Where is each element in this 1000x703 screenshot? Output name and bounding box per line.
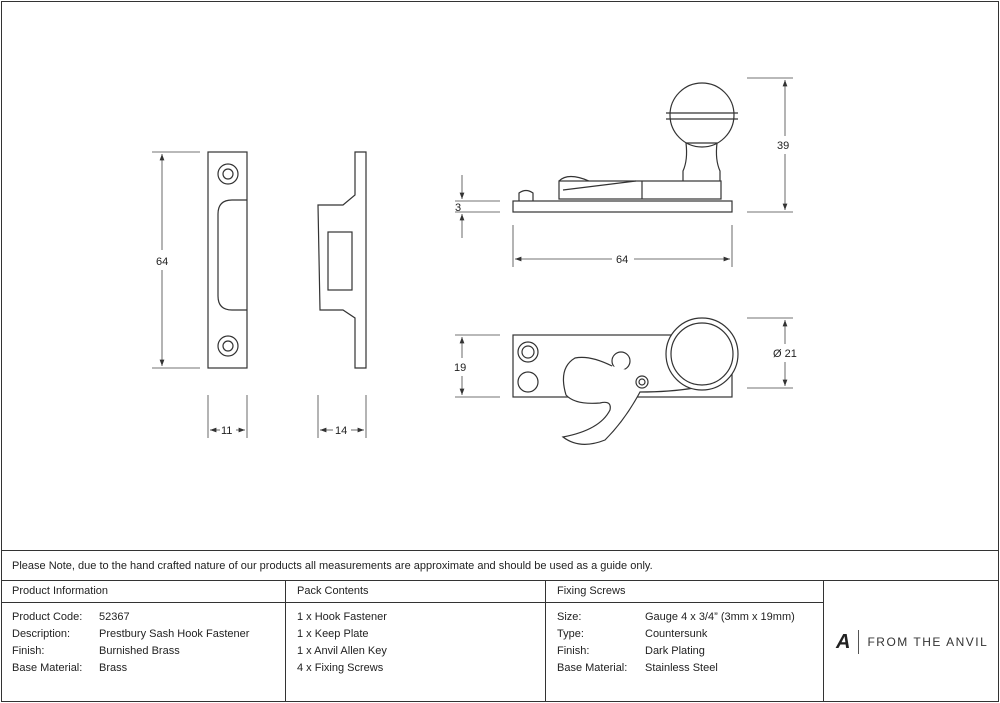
screw-size-value: Gauge 4 x 3/4” (3mm x 19mm) [645, 611, 795, 623]
base-material-label: Base Material: [12, 662, 83, 674]
anvil-logo-icon: A [836, 630, 851, 653]
screw-finish-label: Finish: [557, 645, 590, 657]
screw-material-value: Stainless Steel [645, 662, 718, 674]
pack-item: 1 x Anvil Allen Key [297, 645, 387, 657]
product-code-label: Product Code: [12, 611, 83, 623]
divider [1, 550, 998, 551]
keep-plate-side-view [317, 151, 367, 369]
technical-drawing: 64 11 14 3 64 39 19 Ø 21 [152, 77, 797, 445]
dim-knob-diameter: Ø 21 [773, 348, 797, 360]
product-info-heading: Product Information [12, 585, 108, 597]
finish-value: Burnished Brass [99, 645, 180, 657]
logo-divider [858, 630, 860, 654]
divider [1, 580, 998, 581]
dim-keep-width: 11 [221, 425, 232, 437]
divider [545, 580, 546, 701]
brand-logo: A FROM THE ANVIL [836, 630, 988, 654]
screw-type-value: Countersunk [645, 628, 708, 640]
description-label: Description: [12, 628, 71, 640]
screw-finish-value: Dark Plating [645, 645, 705, 657]
dim-base-thickness: 3 [455, 202, 461, 214]
fastener-side-view [512, 82, 738, 213]
finish-label: Finish: [12, 645, 45, 657]
fastener-top-view [512, 317, 739, 445]
pack-item: 1 x Hook Fastener [297, 611, 387, 623]
fixing-screws-heading: Fixing Screws [557, 585, 626, 597]
keep-plate-front-view [207, 151, 248, 369]
dim-overall-length: 64 [616, 254, 628, 266]
product-code-value: 52367 [99, 611, 130, 623]
brand-name: FROM THE ANVIL [867, 635, 989, 649]
pack-contents-heading: Pack Contents [297, 585, 369, 597]
base-material-value: Brass [99, 662, 128, 674]
screw-size-label: Size: [557, 611, 582, 623]
dim-plate-width: 19 [454, 362, 466, 374]
screw-type-label: Type: [557, 628, 584, 640]
description-value: Prestbury Sash Hook Fastener [99, 628, 250, 640]
dim-keep-height: 64 [156, 256, 168, 268]
divider [823, 580, 824, 701]
divider [285, 580, 286, 701]
pack-item: 1 x Keep Plate [297, 628, 369, 640]
screw-material-label: Base Material: [557, 662, 628, 674]
divider [1, 602, 823, 603]
dim-overall-height: 39 [777, 140, 789, 152]
dim-keep-profile-width: 14 [335, 425, 347, 437]
pack-item: 4 x Fixing Screws [297, 662, 384, 674]
disclaimer-note: Please Note, due to the hand crafted nat… [12, 560, 653, 572]
